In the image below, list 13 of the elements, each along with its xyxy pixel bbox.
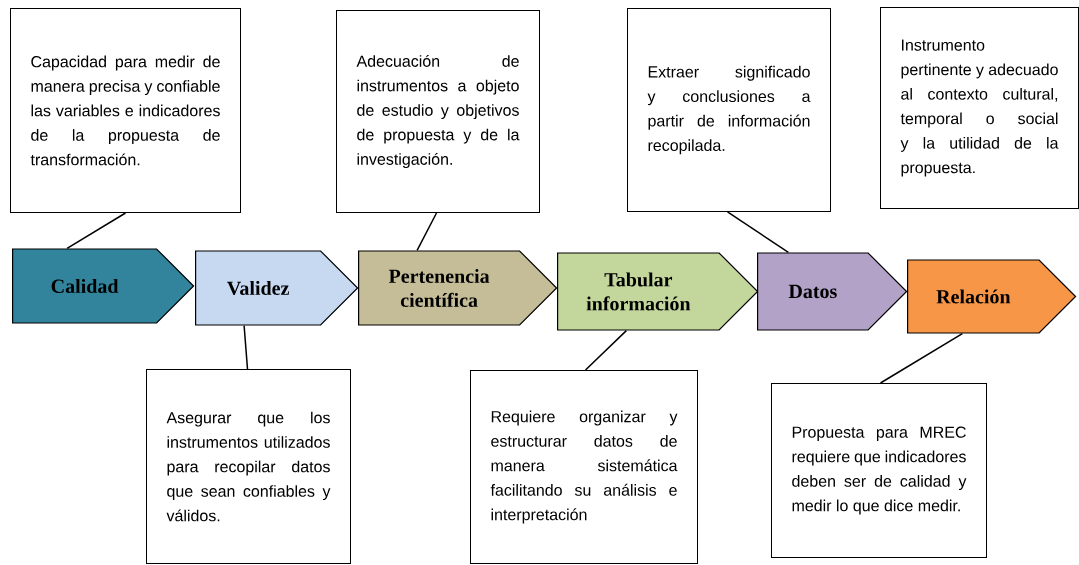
leader-line [243,324,249,370]
leader-line [584,329,628,371]
text-box: Propuesta para MREC requiere que indicadores deben ser de calidad y medir lo que dice medir. [771,383,987,558]
leader-line [726,211,790,254]
leader-line [879,332,964,384]
text-box: Instrumento pertinente y adecuado al contexto cultural, temporal o social y la utilidad de la propuesta. [880,7,1079,209]
leader-line [416,212,438,252]
text-box: Adecuación de instrumentos a objeto de estudio y objetivos de propuesta y de la investigación. [336,10,540,213]
text-box: Capacidad para medir de manera precisa y confiable las variables e indicadores de la propuesta de transformación. [10,8,241,213]
text-box: Requiere organizar y estructurar datos de manera sistemática facilitando su análisis e interpretación [470,370,698,564]
text-box: Asegurar que los instrumentos utilizados para recopilar datos que sean confiables y válidos. [146,369,351,564]
leader-line [66,212,127,250]
text-box: Extraer significado y conclusiones a partir de información recopilada. [627,8,831,212]
